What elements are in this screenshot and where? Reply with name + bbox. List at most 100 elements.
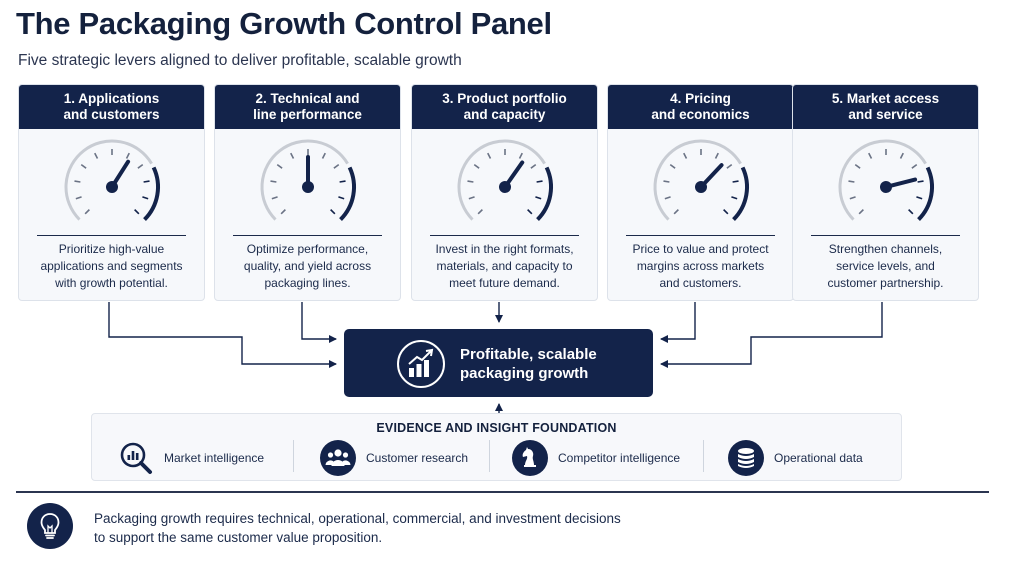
gauge-tick [467,180,474,183]
gauge-tick [849,196,856,200]
gauge-tick [732,180,739,183]
page-subtitle: Five strategic levers aligned to deliver… [18,52,462,69]
lever-title-line: and service [848,107,923,122]
lightbulb-icon [27,503,73,549]
gauge-tick [330,209,336,215]
gauge-tick [137,164,144,169]
gauge-tick [290,152,295,159]
page-title: The Packaging Growth Control Panel [16,6,552,41]
gauge-icon [64,139,160,221]
gauge-tick [899,152,904,159]
gauge-tick [518,152,523,159]
card-divider [37,235,186,236]
evidence-separator [293,440,294,472]
growth-chart-icon [397,340,445,388]
gauge-tick [84,209,90,215]
card-divider [626,235,775,236]
card-divider [233,235,382,236]
lever-title-line: 3. Product portfolio [442,91,567,106]
gauge-tick [669,164,676,169]
gauge-hub [880,181,892,193]
gauge-tick [723,209,729,215]
lever-title-line: 2. Technical and [255,91,360,106]
gauge-tick [333,164,340,169]
gauge-tick [916,196,923,200]
gauge-tick [477,209,483,215]
gauge-highlight [339,166,356,221]
evidence-label: Customer research [366,451,469,465]
gauge-tick [530,164,537,169]
footer-note: Packaging growth requires technical, ope… [94,511,621,545]
connector-lever-1 [108,302,337,368]
gauge-icon [457,139,553,221]
footer-divider [16,491,989,493]
gauge-tick [270,180,277,183]
gauge-icon [838,139,934,221]
gauge-track [653,139,742,221]
gauge-icon [653,139,749,221]
connector-lever-2 [301,302,337,343]
evidence-label: Market intelligence [164,451,265,465]
gauge-icon [260,139,356,221]
gauge-tick [663,180,670,183]
gauge-track [838,139,927,221]
lever-title-line: 4. Pricing [670,91,731,106]
evidence-foundation-panel: EVIDENCE AND INSIGHT FOUNDATION Market i… [91,413,902,481]
gauge-tick [94,152,99,159]
gauge-tick [271,196,278,200]
evidence-item-market-intelligence: Market intelligence [118,438,264,478]
gauge-tick [143,180,150,183]
gauge-track [64,139,153,221]
database-icon [728,440,764,476]
gauge-highlight [143,166,160,221]
gauge-tick [664,196,671,200]
gauge-tick [338,196,345,200]
gauge-hub [499,181,511,193]
gauge-tick [731,196,738,200]
gauge-tick [134,209,140,215]
gauge-tick [854,164,861,169]
gauge-tick [280,209,286,215]
gauge-tick [536,180,543,183]
evidence-separator [489,440,490,472]
evidence-item-operational-data: Operational data [728,438,863,478]
evidence-label: Competitor intelligence [558,451,681,465]
gauge-hub [302,181,314,193]
lever-title-line: and customers [63,107,160,122]
gauge-tick [80,164,87,169]
gauge-hub [695,181,707,193]
gauge-tick [75,196,82,200]
card-divider [811,235,960,236]
gauge-tick [726,164,733,169]
gauge-tick [321,152,326,159]
gauge-tick [911,164,918,169]
lever-title-line: 1. Applications [63,91,160,106]
lever-description: Optimize performance,quality, and yield … [243,242,372,290]
gauge-tick [673,209,679,215]
lever-description: Invest in the right formats,materials, a… [435,242,574,290]
gauge-tick [858,209,864,215]
evidence-separator [703,440,704,472]
gauge-tick [535,196,542,200]
gauge-tick [487,152,492,159]
evidence-item-customer-research: Customer research [320,438,468,478]
gauge-track [457,139,546,221]
gauge-highlight [732,166,749,221]
gauge-tick [74,180,81,183]
gauge-tick [848,180,855,183]
card-divider [430,235,579,236]
gauge-tick [683,152,688,159]
